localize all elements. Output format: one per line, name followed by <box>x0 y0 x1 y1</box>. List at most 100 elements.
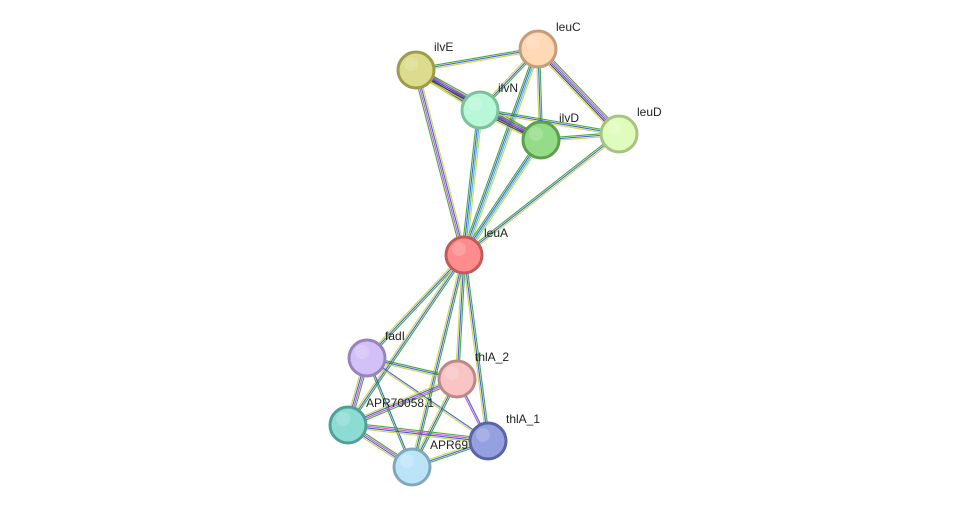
edge-evidence-blue <box>411 254 465 468</box>
edge-evidence-yellow <box>347 426 488 444</box>
node-APR70058-1[interactable]: APR70058.1 <box>328 396 434 445</box>
node-circle[interactable] <box>521 120 561 160</box>
node-leuC[interactable]: leuC <box>518 20 581 69</box>
edge-APR70058.1-thlA_1 <box>347 422 489 444</box>
node-ilvD[interactable]: ilvD <box>521 111 579 160</box>
edge-evidence-yellow <box>417 69 467 255</box>
node-highlight <box>355 345 369 359</box>
edge-evidence-cyan <box>464 49 540 256</box>
nodes-layer: leuA ilvE leuC ilvN ilvD leuD fadI thlA_2APR700… <box>328 20 662 487</box>
edge-evidence-green <box>462 132 619 255</box>
edge-evidence-blue <box>347 254 465 426</box>
node-label: leuC <box>556 20 581 34</box>
edge-evidence-blue <box>456 254 465 380</box>
node-circle[interactable] <box>468 421 508 461</box>
node-circle[interactable] <box>392 447 432 487</box>
node-leuD[interactable]: leuD <box>599 105 662 154</box>
edge-evidence-green <box>365 358 412 468</box>
edge-evidence-yellow <box>465 141 544 257</box>
edge-evidence-blue <box>462 109 480 255</box>
node-circle[interactable] <box>328 405 368 445</box>
edge-leuA-APR69 <box>409 254 467 468</box>
edge-evidence-blue <box>416 69 466 255</box>
node-label: leuA <box>484 226 508 240</box>
edge-evidence-cyan <box>464 140 543 256</box>
edge-evidence-blue <box>463 133 620 256</box>
edge-evidence-cyan <box>464 110 482 256</box>
node-highlight <box>529 127 543 141</box>
node-label: ilvN <box>498 81 518 95</box>
edge-evidence-green <box>415 46 538 69</box>
node-ilvE[interactable]: ilvE <box>396 40 453 90</box>
edge-evidence-green <box>461 48 537 255</box>
edge-evidence-yellow <box>346 376 457 424</box>
node-circle[interactable] <box>460 90 500 130</box>
edge-evidence-blue <box>537 48 620 135</box>
edge-evidence-blue <box>415 48 539 71</box>
node-label: thlA_2 <box>475 350 509 364</box>
node-label: leuD <box>637 105 662 119</box>
edge-evidence-green <box>348 380 459 428</box>
node-thlA_1[interactable]: thlA_1 <box>468 412 540 461</box>
node-label: thlA_1 <box>506 412 540 426</box>
node-ilvN[interactable]: ilvN <box>460 81 518 130</box>
node-highlight <box>404 57 418 71</box>
node-highlight <box>526 36 540 50</box>
node-circle[interactable] <box>396 50 436 90</box>
edge-evidence-blue <box>347 377 457 425</box>
edge-evidence-yellow <box>366 358 488 443</box>
edge-evidence-magenta <box>348 423 489 441</box>
edge-evidence-green <box>461 138 540 254</box>
edge-evidence-blue <box>347 425 488 443</box>
edge-evidence-magenta <box>538 47 621 134</box>
edge-leuA-leuD <box>462 132 621 257</box>
edge-leuA-ilvD <box>461 138 544 257</box>
node-APR69[interactable]: APR69 <box>392 438 468 487</box>
node-highlight <box>400 454 414 468</box>
edge-evidence-green <box>413 70 463 256</box>
edge-evidence-yellow <box>454 254 463 379</box>
edge-evidence-magenta <box>348 379 458 427</box>
edge-leuA-ilvN <box>461 109 483 256</box>
edge-evidence-green <box>348 422 489 440</box>
node-circle[interactable] <box>599 114 639 154</box>
edge-evidence-yellow <box>416 50 539 73</box>
node-label: APR69 <box>430 438 468 452</box>
node-label: ilvD <box>559 111 579 125</box>
node-leuA[interactable]: leuA <box>444 226 508 275</box>
edge-leuC-leuD <box>535 46 622 137</box>
edge-evidence-green <box>539 46 622 133</box>
edge-evidence-yellow <box>465 110 483 256</box>
edge-fadI-APR69 <box>365 357 414 468</box>
edge-evidence-green <box>348 255 466 427</box>
edge-evidence-blue <box>367 356 489 441</box>
edge-evidence-blue <box>479 109 620 135</box>
edge-evidence-yellow <box>346 253 464 425</box>
edge-leuA-APR70058.1 <box>346 253 466 427</box>
node-circle[interactable] <box>444 235 484 275</box>
edge-ilvE-leuC <box>415 46 539 73</box>
edge-evidence-yellow <box>535 50 618 137</box>
edge-fadI-thlA_1 <box>366 356 489 443</box>
edge-leuA-leuC <box>461 48 541 256</box>
node-thlA_2[interactable]: thlA_2 <box>437 350 509 399</box>
node-highlight <box>468 97 482 111</box>
node-highlight <box>476 428 490 442</box>
node-highlight <box>607 121 621 135</box>
edge-evidence-black <box>536 49 619 136</box>
edge-evidence-blue <box>463 254 489 442</box>
node-circle[interactable] <box>518 29 558 69</box>
edge-evidence-yellow <box>464 134 621 257</box>
node-highlight <box>445 366 459 380</box>
node-circle[interactable] <box>347 338 387 378</box>
edge-evidence-green <box>458 255 467 380</box>
node-label: APR70058.1 <box>366 396 434 410</box>
edge-evidence-yellow <box>409 254 463 467</box>
edge-evidence-green <box>465 254 491 441</box>
node-circle[interactable] <box>437 359 477 399</box>
node-highlight <box>452 242 466 256</box>
node-fadI[interactable]: fadI <box>347 329 405 378</box>
edge-evidence-magenta <box>414 70 464 256</box>
edge-leuA-ilvE <box>413 69 467 256</box>
